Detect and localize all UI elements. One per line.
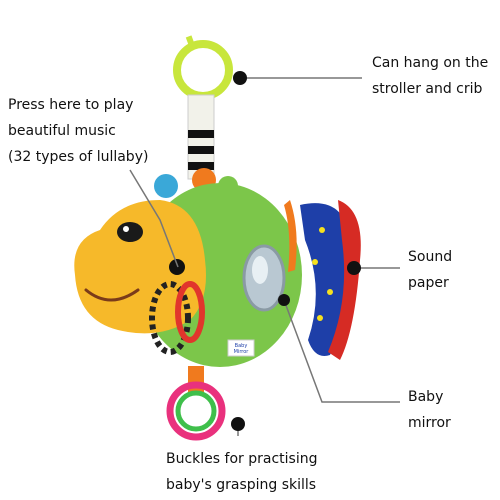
callout-sound-line2: paper [408, 275, 449, 291]
hanging-strap [187, 94, 215, 180]
callout-hang-line2: stroller and crib [372, 81, 483, 97]
brand-tag [227, 339, 255, 357]
callout-buckles-line1: Buckles for practising [166, 451, 318, 467]
callout-line-music [129, 169, 179, 268]
baby-mirror [242, 244, 286, 312]
callout-mirror: Baby mirror [408, 384, 451, 436]
callout-mirror-line2: mirror [408, 415, 451, 431]
callout-music-line1: Press here to play [8, 97, 134, 113]
teether-loops [149, 281, 205, 355]
bottom-ring [166, 366, 226, 441]
callout-buckles-line2: baby's grasping skills [166, 477, 317, 493]
callout-buckles: Buckles for practising baby's grasping s… [166, 446, 317, 498]
callout-music-line2: beautiful music [8, 123, 116, 139]
callout-sound: Sound paper [408, 244, 452, 296]
callout-hang: Can hang on the stroller and crib [372, 50, 488, 102]
brand-tag-text: Baby Mirror [233, 343, 249, 355]
callout-music-line3: (32 types of lullaby) [8, 149, 149, 165]
side-fin [284, 200, 361, 360]
callout-mirror-line1: Baby [408, 389, 444, 405]
top-ring [173, 35, 233, 100]
callout-music: Press here to play beautiful music (32 t… [8, 92, 148, 170]
callout-dots [231, 71, 361, 431]
fish-eye [117, 222, 143, 242]
fish-smile [84, 288, 140, 302]
callout-hang-line1: Can hang on the [372, 55, 489, 71]
music-button-dot [169, 259, 185, 275]
callout-sound-line1: Sound [408, 249, 453, 265]
fish-face [74, 200, 207, 334]
callout-line-mirror [283, 299, 400, 403]
